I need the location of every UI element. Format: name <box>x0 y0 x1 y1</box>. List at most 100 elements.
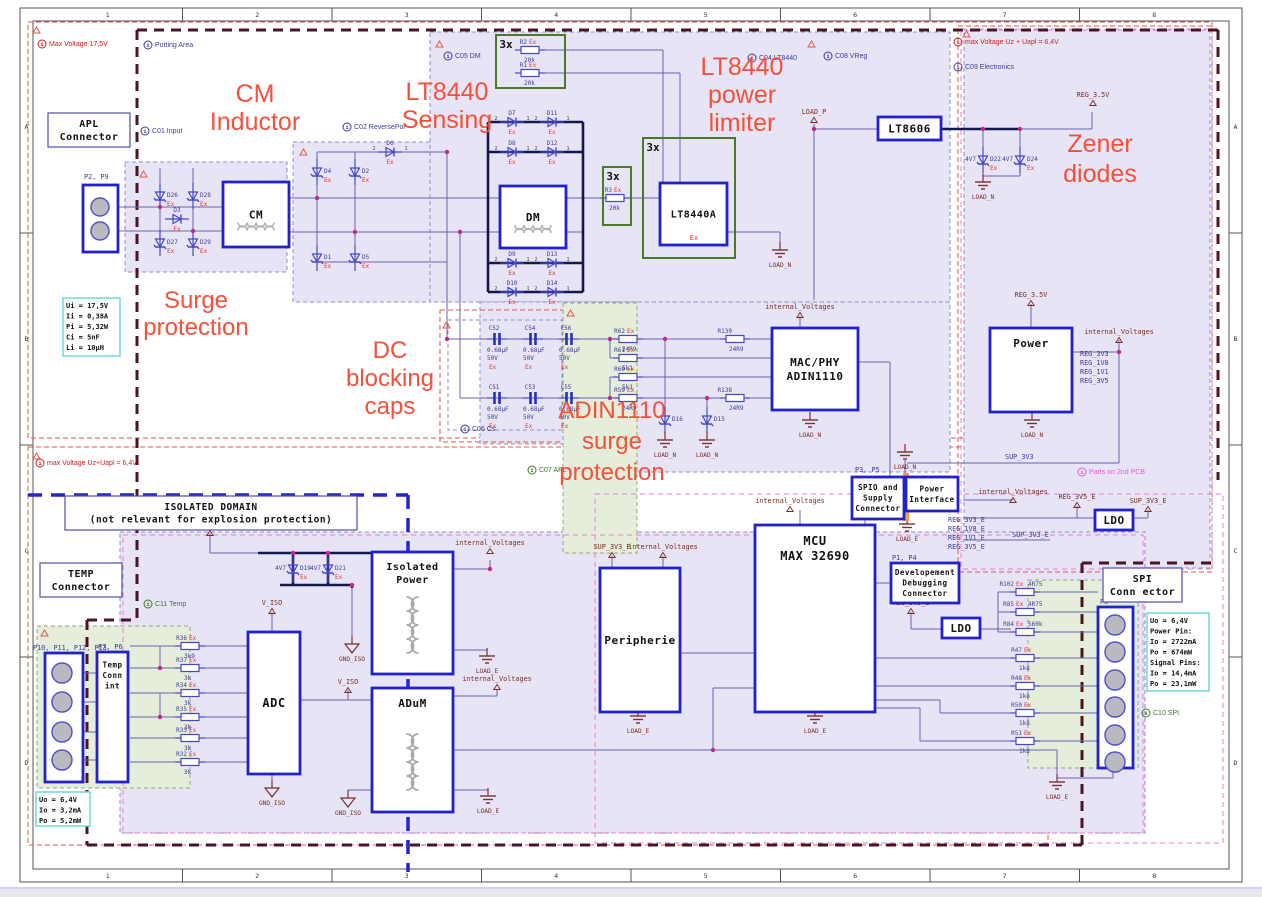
ldo-block-1: LDO <box>1093 508 1135 532</box>
svg-text:Ii = 0,38A: Ii = 0,38A <box>66 313 109 321</box>
svg-text:P1, P4: P1, P4 <box>892 554 917 562</box>
svg-text:SPIO and: SPIO and <box>858 483 898 492</box>
svg-text:internal_Voltages: internal_Voltages <box>1084 328 1154 336</box>
svg-text:LOAD_P: LOAD_P <box>802 108 827 116</box>
svg-text:REG_3.5V: REG_3.5V <box>1015 291 1048 299</box>
svg-text:C11 Temp: C11 Temp <box>155 601 186 608</box>
svg-text:Ex: Ex <box>1024 702 1032 709</box>
svg-text:1: 1 <box>106 11 110 19</box>
capacitors: C520.68μF50VExC540.68μF50VExC560.68μF50V… <box>487 325 581 430</box>
svg-text:5: 5 <box>704 11 708 19</box>
svg-text:3x: 3x <box>646 141 660 154</box>
svg-text:Ex: Ex <box>627 347 635 354</box>
svg-text:LOAD_E: LOAD_E <box>896 536 919 543</box>
svg-text:D: D <box>1234 759 1238 767</box>
isolated-domain-boundary <box>28 493 410 872</box>
svg-text:5k1: 5k1 <box>622 365 633 372</box>
svg-text:LOAD_N: LOAD_N <box>696 452 719 459</box>
svg-text:P3, P5: P3, P5 <box>855 466 880 474</box>
svg-text:LOAD_N: LOAD_N <box>654 452 677 459</box>
svg-text:Ex: Ex <box>386 159 394 166</box>
svg-text:0.68μF: 0.68μF <box>487 347 509 354</box>
svg-text:8: 8 <box>1152 872 1156 880</box>
svg-text:Zener: Zener <box>1067 130 1132 158</box>
svg-text:Pi = 5,32W: Pi = 5,32W <box>66 323 109 331</box>
annotations: CMInductorLT8440SensingLT8440powerlimite… <box>143 53 1137 486</box>
svg-text:D4: D4 <box>324 168 332 175</box>
svg-text:i: i <box>956 40 960 46</box>
svg-text:Ex: Ex <box>548 159 556 166</box>
label: REG_3V5_E <box>948 543 985 551</box>
svg-text:Inductor: Inductor <box>210 108 300 136</box>
multiplier-box-mid: 3x <box>602 166 632 226</box>
svg-text:Ex: Ex <box>362 263 370 270</box>
svg-text:i: i <box>38 461 42 467</box>
svg-text:R33: R33 <box>176 727 187 734</box>
isolated-domain-label: ISOLATED DOMAIN(not relevant for explosi… <box>64 495 358 531</box>
svg-text:R60: R60 <box>614 366 625 373</box>
svg-text:D12: D12 <box>547 140 558 147</box>
svg-text:2: 2 <box>494 146 497 152</box>
ground-gnd_iso: GND_ISO <box>259 780 285 807</box>
net-flag-reg_3v5_e: REG_3V5_E <box>1059 493 1095 508</box>
dm-inductor-block: DM <box>498 184 568 250</box>
svg-text:i: i <box>345 125 349 131</box>
svg-text:D26: D26 <box>167 192 178 199</box>
svg-text:ADIN1110: ADIN1110 <box>558 397 665 424</box>
svg-text:Io = 14,4mA: Io = 14,4mA <box>1150 670 1197 678</box>
svg-text:C08 VReg: C08 VReg <box>835 53 867 60</box>
svg-text:blocking: blocking <box>346 365 434 392</box>
svg-text:Ex: Ex <box>990 165 998 172</box>
svg-text:3k9: 3k9 <box>184 653 195 660</box>
svg-text:3k: 3k <box>184 745 192 752</box>
svg-text:SUP_3V3_E: SUP_3V3_E <box>594 543 631 551</box>
cm-inductor-block: CM <box>221 180 291 249</box>
svg-text:50V: 50V <box>559 355 570 362</box>
ground-load_n: LOAD_N <box>769 242 791 269</box>
svg-text:Ui = 17,5V: Ui = 17,5V <box>66 302 109 310</box>
svg-text:R2: R2 <box>520 39 528 46</box>
svg-text:LDO: LDO <box>1103 514 1124 527</box>
svg-text:internal_Voltages: internal_Voltages <box>765 303 835 311</box>
svg-text:REG_1V1_E: REG_1V1_E <box>948 534 985 542</box>
power-block: Power <box>988 326 1074 414</box>
svg-text:Peripherie: Peripherie <box>604 634 675 647</box>
svg-text:Ex: Ex <box>529 62 537 69</box>
svg-text:REG_3V3_E: REG_3V3_E <box>948 516 985 524</box>
label: SUP_3V3_E <box>1012 531 1049 539</box>
svg-text:2: 2 <box>255 11 259 19</box>
region-adin-green <box>562 302 638 554</box>
label: REG_1V1_E <box>948 534 985 542</box>
svg-text:6: 6 <box>853 872 857 880</box>
svg-text:Ex: Ex <box>324 177 332 184</box>
svg-text:R138: R138 <box>718 387 733 394</box>
lt8606-block: LT8606 <box>876 115 943 142</box>
svg-text:Signal Pins:: Signal Pins: <box>1150 659 1201 667</box>
svg-text:D29: D29 <box>200 239 211 246</box>
svg-text:Ex: Ex <box>189 635 197 642</box>
label: REG_1V8_E <box>948 525 985 533</box>
net-flag-internal_voltages: internal_Voltages <box>1084 328 1154 343</box>
svg-text:D24: D24 <box>1027 156 1038 163</box>
svg-text:R32: R32 <box>176 751 187 758</box>
svg-text:2: 2 <box>534 116 537 122</box>
